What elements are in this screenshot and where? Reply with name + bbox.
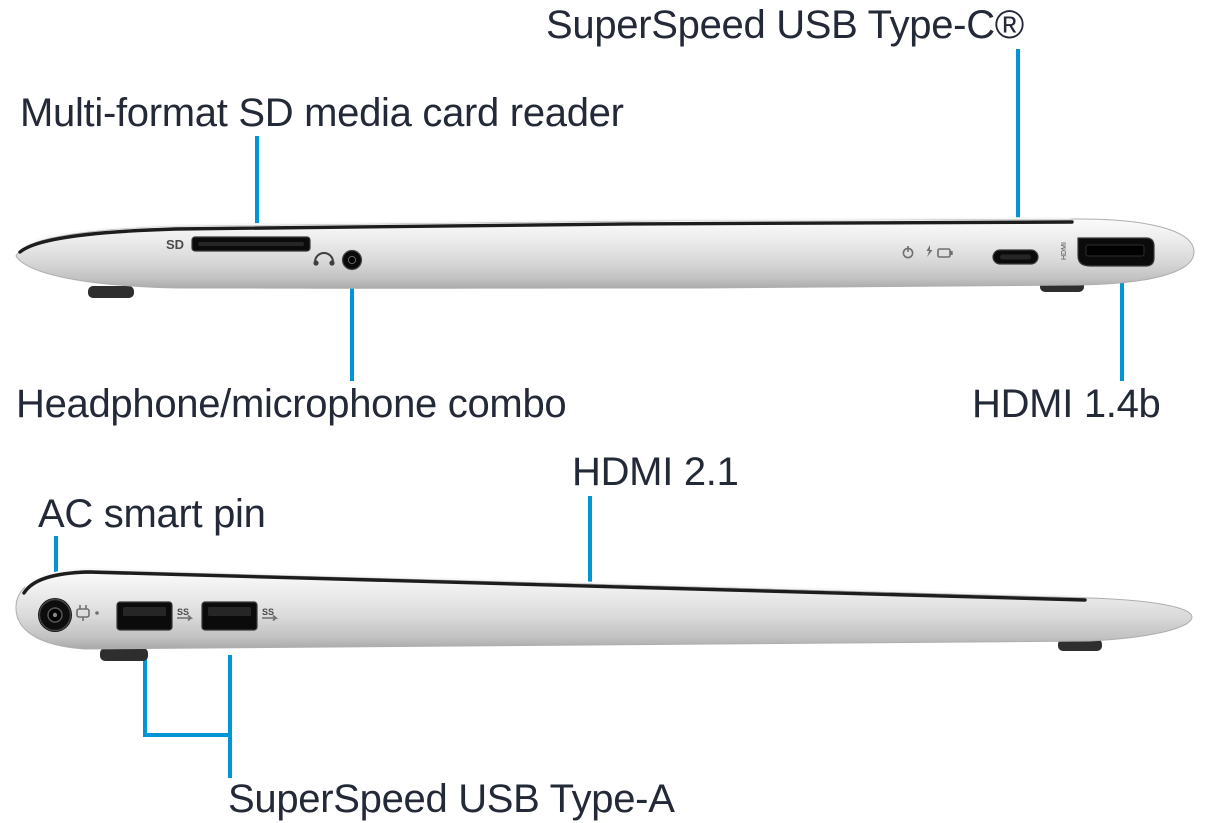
usb-c-port: [992, 249, 1039, 265]
hdmi-marking: HDMI: [1061, 242, 1068, 260]
laptop-side-profile-bottom: SS SS: [15, 567, 1193, 661]
hdmi-port-top: HDMI: [1061, 237, 1155, 267]
laptop-body-bottom: [15, 569, 1193, 650]
callout-line-hdmi-2-1: [588, 496, 592, 586]
callout-line-ac-smart-pin: [54, 536, 58, 598]
label-hdmi-1-4b: HDMI 1.4b: [972, 382, 1161, 426]
sd-marking: SD: [166, 237, 184, 252]
label-ac-smart-pin: AC smart pin: [38, 492, 266, 536]
callout-line-sd-card-reader: [255, 136, 259, 242]
headphone-icon: [313, 252, 335, 266]
callout-line-headphone-combo: [350, 269, 354, 381]
callout-line-hdmi-1-4b: [1120, 272, 1124, 381]
ac-power-port: [38, 598, 72, 632]
lid-highlight-top: [21, 217, 1071, 249]
callout-line-usb-a-left: [143, 658, 147, 737]
charging-indicator-icon: [926, 245, 933, 257]
battery-indicator-icon: [937, 248, 953, 258]
callout-line-usb-type-c: [1016, 49, 1020, 246]
callout-line-usb-a-connector: [143, 733, 232, 737]
label-usb-type-c: SuperSpeed USB Type-C®: [546, 3, 1024, 47]
usb-a-port-2: [201, 601, 258, 631]
label-sd-card-reader: Multi-format SD media card reader: [20, 91, 624, 135]
usb-superspeed-icon-1: SS: [177, 607, 194, 622]
svg-text:SS: SS: [177, 607, 189, 617]
svg-text:SS: SS: [262, 607, 274, 617]
lid-seam-bottom: [22, 570, 1087, 602]
callout-line-usb-a-right: [228, 655, 232, 737]
lid-seam-top: [18, 220, 1074, 254]
headphone-jack-port: [341, 249, 363, 271]
lid-highlight-bottom: [25, 567, 1081, 597]
sd-card-slot: SD: [166, 236, 311, 252]
usb-a-port-1: [116, 601, 173, 631]
usb-superspeed-icon-2: SS: [262, 607, 279, 622]
label-hdmi-2-1: HDMI 2.1: [572, 450, 739, 494]
laptop-side-profile-top: SD: [15, 217, 1195, 298]
power-indicator-icon: [902, 246, 914, 259]
callout-line-usb-a-stem: [228, 737, 232, 778]
ac-plug-icon: [76, 605, 99, 621]
laptop-feet-bottom: [100, 639, 1102, 661]
label-usb-type-a: SuperSpeed USB Type-A: [228, 777, 675, 821]
label-headphone-combo: Headphone/microphone combo: [16, 382, 567, 426]
